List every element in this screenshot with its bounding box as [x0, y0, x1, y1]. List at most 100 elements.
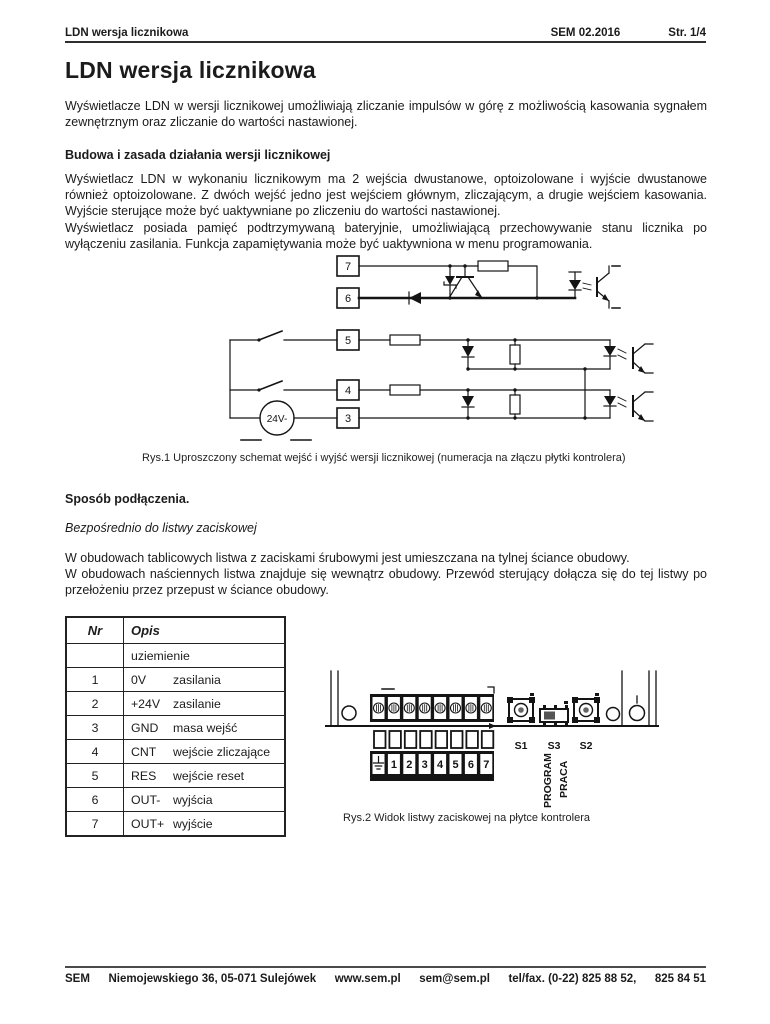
- button-s1: [507, 693, 535, 723]
- pin-code: CNT: [131, 744, 157, 759]
- page-header: LDN wersja licznikowa SEM 02.2016 Str. 1…: [65, 27, 706, 43]
- screw-head-icon: [372, 702, 492, 714]
- resistor: [477, 260, 509, 272]
- table-header-row: Nr Opis: [65, 616, 286, 644]
- shunt-resistor: [509, 339, 521, 370]
- mounting-hole: [628, 704, 646, 722]
- pin-desc: wejście reset: [173, 768, 245, 783]
- slide-switch-s3: [539, 701, 569, 726]
- screw-terminal-block: [370, 686, 495, 722]
- pin-code: +24V: [131, 696, 161, 711]
- footer-brand: SEM: [65, 973, 90, 985]
- cell-nr: 3: [65, 715, 124, 740]
- resistor: [389, 384, 421, 396]
- footer-email: sem@sem.pl: [419, 973, 490, 985]
- footer-website: www.sem.pl: [334, 973, 401, 985]
- podlaczenie-paragraphs: W obudowach tablicowych listwa z zaciska…: [65, 550, 707, 599]
- zener-diode: [443, 265, 457, 300]
- transistor: [448, 265, 483, 299]
- section-heading-podlaczenie: Sposób podłączenia.: [65, 492, 190, 506]
- cell-opis: OUT-wyjścia: [123, 787, 286, 812]
- terminal-number-1: 1: [391, 759, 397, 771]
- mounting-hole: [341, 705, 357, 721]
- cell-nr: 2: [65, 691, 124, 716]
- pin-desc: zasilania: [173, 672, 221, 687]
- pin-desc: masa wejść: [173, 720, 238, 735]
- mounting-hole: [605, 706, 621, 722]
- terminal-label-4: 4: [345, 385, 351, 397]
- reset-input-circuit-5: [358, 334, 654, 419]
- label-program: PROGRAM: [542, 753, 554, 808]
- cell-opis: CNT wejście zliczające: [123, 739, 286, 764]
- shunt-resistor: [509, 389, 521, 419]
- terminal-label-5: 5: [345, 335, 351, 347]
- optocoupler-input: [603, 339, 654, 374]
- cell-nr: [65, 643, 124, 668]
- cell-nr: 7: [65, 811, 124, 837]
- connector-slots: [373, 730, 495, 749]
- terminal-number-3: 3: [422, 759, 428, 771]
- pcb-edge: [325, 670, 659, 729]
- cell-nr: 5: [65, 763, 124, 788]
- pin-code: RES: [131, 768, 157, 783]
- budowa-paragraph-1: Wyświetlacz LDN w wykonaniu licznikowym …: [65, 172, 707, 219]
- cell-opis: uziemienie: [123, 643, 286, 668]
- header-page-number: Str. 1/4: [668, 27, 706, 39]
- terminal-label-3: 3: [345, 413, 351, 425]
- footer-address: Niemojewskiego 36, 05-071 Sulejówek: [108, 973, 317, 985]
- cell-nr: 4: [65, 739, 124, 764]
- fig2-caption: Rys.2 Widok listwy zaciskowej na płytce …: [343, 812, 590, 824]
- table-row: uziemienie: [65, 643, 286, 668]
- header-revision: SEM 02.2016: [550, 27, 621, 39]
- cell-nr: 1: [65, 667, 124, 692]
- button-s2: [572, 693, 600, 723]
- intro-paragraph: Wyświetlacze LDN w wersji licznikowej um…: [65, 99, 707, 130]
- section-heading-budowa: Budowa i zasada działania wersji licznik…: [65, 148, 331, 162]
- cell-opis: RES wejście reset: [123, 763, 286, 788]
- page-title: LDN wersja licznikowa: [65, 57, 316, 83]
- subheading-listwa: Bezpośrednio do listwy zaciskowej: [65, 521, 257, 535]
- label-praca: PRACA: [558, 760, 570, 798]
- terminal-label-6: 6: [345, 293, 351, 305]
- page-footer: SEM Niemojewskiego 36, 05-071 Sulejówek …: [65, 966, 706, 985]
- label-s3: S3: [548, 740, 561, 752]
- table-row: 5 RES wejście reset: [65, 763, 286, 788]
- pin-desc: wejście zliczające: [173, 744, 271, 759]
- pin-code: OUT-: [131, 792, 161, 807]
- table-row: 7 OUT+wyjście: [65, 811, 286, 837]
- terminal-boxes: 7 6 5 4 3: [336, 255, 360, 429]
- pin-desc: uziemienie: [131, 648, 190, 663]
- terminal-number-6: 6: [468, 759, 474, 771]
- resistor: [389, 334, 421, 346]
- count-input-circuit-4: [358, 384, 654, 422]
- table-row: 4 CNT wejście zliczające: [65, 739, 286, 764]
- footer-phone2: 825 84 51: [654, 973, 706, 985]
- clamp-diode: [461, 389, 475, 419]
- fig1-schematic: 24V- 7 6 5 4 3: [229, 255, 654, 441]
- cell-nr: 6: [65, 787, 124, 812]
- budowa-paragraphs: Wyświetlacz LDN w wykonaniu licznikowym …: [65, 171, 707, 252]
- label-s2: S2: [580, 740, 593, 752]
- label-s1: S1: [515, 740, 528, 752]
- clamp-diode: [461, 339, 475, 370]
- terminal-number-2: 2: [406, 759, 412, 771]
- fig1-caption: Rys.1 Uproszczony schemat wejść i wyjść …: [142, 452, 626, 464]
- pin-desc: wyjścia: [173, 792, 213, 807]
- series-diode: [408, 291, 421, 305]
- header-doc-title: LDN wersja licznikowa: [65, 27, 189, 39]
- footer-phone: tel/fax. (0-22) 825 88 52,: [508, 973, 637, 985]
- pin-desc: wyjście: [173, 816, 213, 831]
- podlaczenie-paragraph-1: W obudowach tablicowych listwa z zaciska…: [65, 551, 630, 565]
- output-circuit-7-6: [357, 260, 621, 309]
- ground-symbol-icon: [372, 755, 385, 770]
- terminal-number-5: 5: [452, 759, 458, 771]
- optocoupler-input: [603, 389, 654, 422]
- cell-opis: OUT+wyjście: [123, 811, 286, 837]
